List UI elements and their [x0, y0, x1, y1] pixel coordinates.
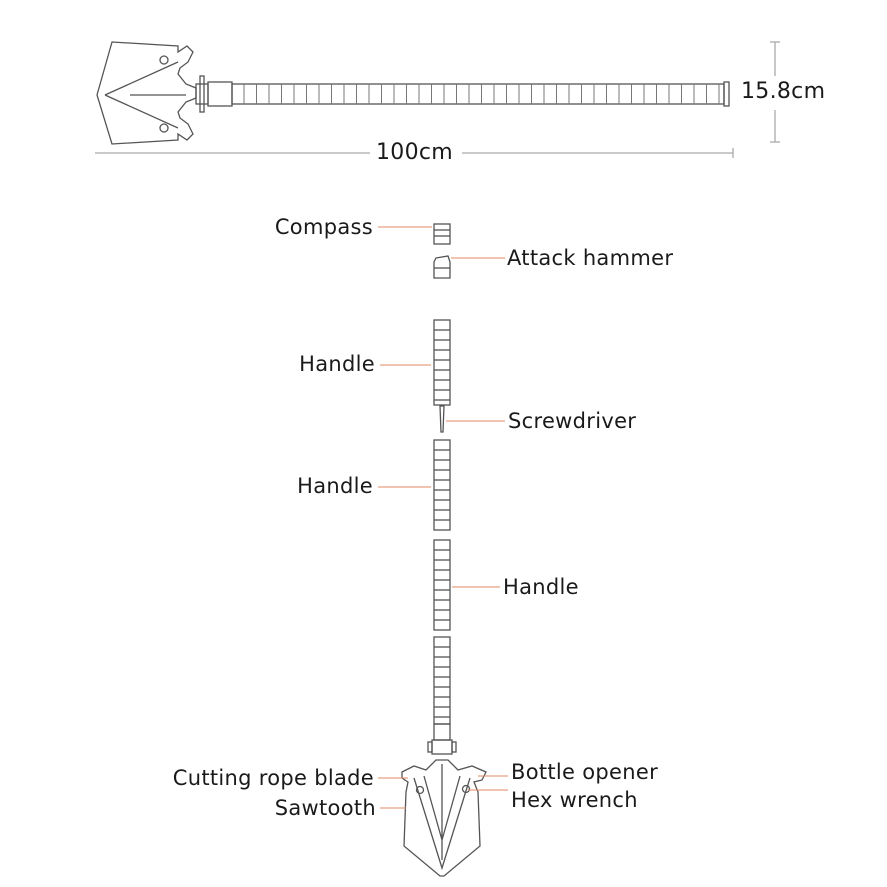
label-handle-3: Handle [503, 575, 579, 599]
handle-part-2 [433, 439, 451, 531]
label-handle-2: Handle [297, 474, 373, 498]
label-hex-wrench: Hex wrench [511, 788, 638, 812]
attack-hammer-part [433, 255, 451, 279]
handle-part-1 [433, 319, 451, 406]
compass-part [433, 223, 451, 245]
assembled-handle [231, 83, 725, 105]
assembled-blade [96, 41, 197, 145]
label-handle-1: Handle [299, 352, 375, 376]
label-screwdriver: Screwdriver [508, 409, 637, 433]
label-bottle-opener: Bottle opener [511, 760, 659, 784]
assembled-shovel [96, 41, 730, 145]
width-label: 15.8cm [741, 79, 826, 104]
handle-part-3 [433, 539, 451, 631]
label-attack-hammer: Attack hammer [507, 246, 674, 270]
label-sawtooth: Sawtooth [274, 796, 376, 820]
screwdriver-part [439, 405, 445, 433]
shovel-blade-part [401, 759, 487, 877]
collar-part [427, 723, 457, 755]
handle-part-4 [433, 636, 451, 725]
leader-lines [378, 226, 508, 809]
label-cutting-rope-blade: Cutting rope blade [172, 766, 374, 790]
label-compass: Compass [274, 215, 373, 239]
length-label: 100cm [376, 140, 454, 165]
